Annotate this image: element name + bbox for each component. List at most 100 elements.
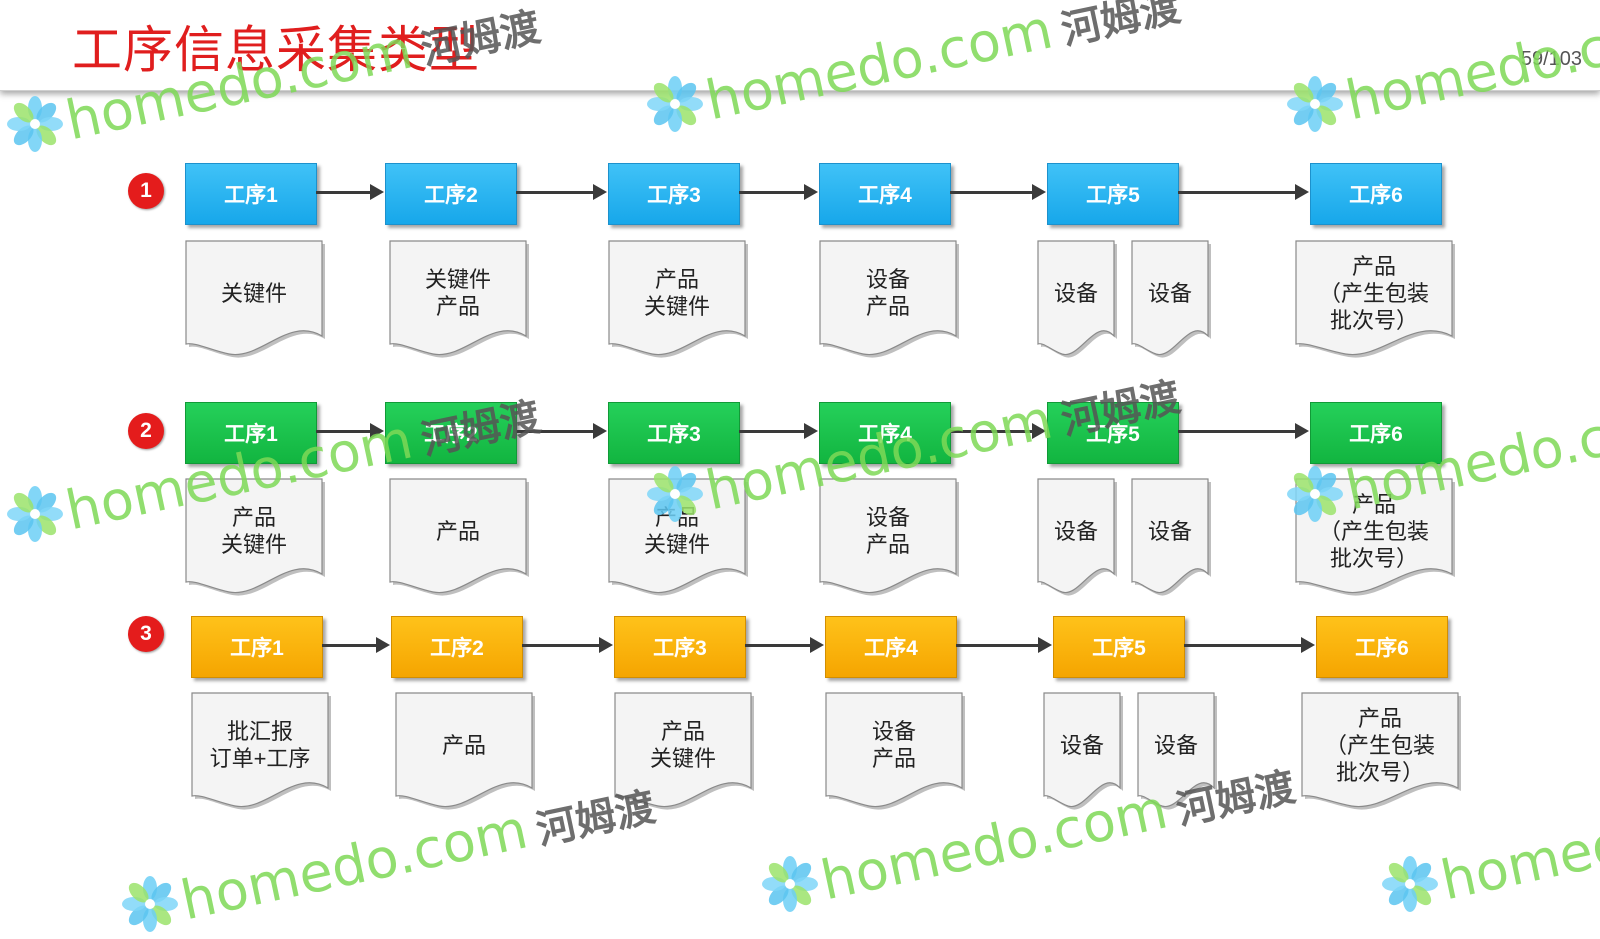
document-shape-row2-6: 设备 <box>1131 478 1211 600</box>
document-label-line: （产生包装 <box>1318 280 1429 306</box>
document-label-line: 设备 <box>1059 732 1104 758</box>
row-marker-2: 2 <box>128 413 164 449</box>
document-outline <box>1131 478 1211 596</box>
process-box-row2-5: 工序5 <box>1047 402 1179 464</box>
document-label: 设备 <box>1037 478 1115 584</box>
process-box-row3-5: 工序5 <box>1053 616 1185 678</box>
document-shape-row3-2: 产品 <box>395 692 535 814</box>
process-box-row3-1: 工序1 <box>191 616 323 678</box>
process-box-row1-2: 工序2 <box>385 163 517 225</box>
document-outline <box>608 478 748 596</box>
document-outline <box>825 692 965 810</box>
document-label-line: 批次号） <box>1329 545 1418 571</box>
process-box-row1-3: 工序3 <box>608 163 740 225</box>
document-label-line: （产生包装 <box>1324 732 1435 758</box>
document-shape-row1-4: 设备产品 <box>819 240 959 362</box>
process-box-row3-4: 工序4 <box>825 616 957 678</box>
document-label-line: 产品 <box>1351 253 1396 279</box>
document-shape-row1-7: 产品（产生包装批次号） <box>1295 240 1455 362</box>
document-label: 产品（产生包装批次号） <box>1301 692 1459 798</box>
row-marker-1: 1 <box>128 173 164 209</box>
document-shape-row1-1: 关键件 <box>185 240 325 362</box>
document-label-line: 产品 <box>871 746 916 771</box>
document-label-line: 订单+工序 <box>209 746 311 771</box>
process-box-row2-4: 工序4 <box>819 402 951 464</box>
document-label: 批汇报订单+工序 <box>191 692 329 798</box>
arrow-connector <box>1178 184 1309 200</box>
document-label: 产品 <box>389 478 527 584</box>
document-label-line: 产品 <box>231 505 276 530</box>
document-shape-row3-5: 设备 <box>1043 692 1123 814</box>
document-label-line: 产品 <box>654 267 699 292</box>
document-label: 产品（产生包装批次号） <box>1295 478 1453 584</box>
document-outline <box>191 692 331 810</box>
process-box-row3-6: 工序6 <box>1316 616 1448 678</box>
document-label: 产品关键件 <box>614 692 752 798</box>
process-box-row2-1: 工序1 <box>185 402 317 464</box>
document-label-line: 产品 <box>660 719 705 744</box>
watermark-logo-icon <box>5 94 65 159</box>
document-label-line: 设备 <box>865 505 910 530</box>
document-label-line: 产品 <box>435 294 480 319</box>
document-label: 关键件 <box>185 240 323 346</box>
process-box-row1-1: 工序1 <box>185 163 317 225</box>
slide-title: 工序信息采集类型 <box>72 22 480 78</box>
arrow-connector <box>739 184 818 200</box>
document-label-line: 产品 <box>435 518 480 544</box>
document-label: 设备产品 <box>819 478 957 584</box>
document-label-line: 产品 <box>865 294 910 319</box>
document-shape-row2-1: 产品关键件 <box>185 478 325 600</box>
arrow-connector <box>956 637 1052 653</box>
document-label-line: 关键件 <box>220 280 287 306</box>
document-label-line: 产品 <box>1351 491 1396 517</box>
document-label-line: （产生包装 <box>1318 518 1429 544</box>
document-shape-row2-5: 设备 <box>1037 478 1117 600</box>
document-label: 设备产品 <box>819 240 957 346</box>
watermark-logo-icon <box>120 874 180 939</box>
arrow-connector <box>316 423 384 439</box>
arrow-connector <box>745 637 824 653</box>
arrow-connector <box>950 184 1046 200</box>
document-label: 关键件产品 <box>389 240 527 346</box>
document-label-line: 设备 <box>1053 280 1098 306</box>
watermark-logo-icon <box>760 854 820 919</box>
document-label: 设备 <box>1137 692 1215 798</box>
document-label: 设备 <box>1131 240 1209 346</box>
page-number: 59/103 <box>1520 48 1582 70</box>
document-outline <box>1131 240 1211 358</box>
process-box-row2-2: 工序2 <box>385 402 517 464</box>
document-shape-row1-2: 关键件产品 <box>389 240 529 362</box>
document-shape-row1-6: 设备 <box>1131 240 1211 362</box>
document-outline <box>185 478 325 596</box>
document-label-line: 产品 <box>865 532 910 557</box>
slide-header: 工序信息采集类型 59/103 <box>0 0 1600 91</box>
document-label-line: 关键件 <box>643 532 710 557</box>
document-shape-row1-3: 产品关键件 <box>608 240 748 362</box>
document-shape-row3-6: 设备 <box>1137 692 1217 814</box>
arrow-connector <box>316 184 384 200</box>
process-box-row1-4: 工序4 <box>819 163 951 225</box>
document-label-line: 设备 <box>1147 518 1192 544</box>
document-label-line: 设备 <box>865 267 910 292</box>
document-shape-row2-2: 产品 <box>389 478 529 600</box>
document-label-line: 批次号） <box>1335 759 1424 785</box>
process-box-row3-2: 工序2 <box>391 616 523 678</box>
document-label: 产品关键件 <box>185 478 323 584</box>
document-label-line: 产品 <box>654 505 699 530</box>
document-label: 产品 <box>395 692 533 798</box>
document-shape-row3-4: 设备产品 <box>825 692 965 814</box>
document-label-line: 产品 <box>1357 705 1402 731</box>
document-label-line: 产品 <box>441 732 486 758</box>
document-shape-row3-3: 产品关键件 <box>614 692 754 814</box>
document-outline <box>395 692 535 810</box>
document-label: 设备产品 <box>825 692 963 798</box>
document-label: 设备 <box>1037 240 1115 346</box>
watermark-logo-icon <box>5 484 65 549</box>
arrow-connector <box>739 423 818 439</box>
document-outline <box>1037 478 1117 596</box>
document-outline <box>819 478 959 596</box>
document-shape-row3-7: 产品（产生包装批次号） <box>1301 692 1461 814</box>
document-outline <box>1301 692 1461 810</box>
arrow-connector <box>516 423 607 439</box>
process-box-row2-6: 工序6 <box>1310 402 1442 464</box>
